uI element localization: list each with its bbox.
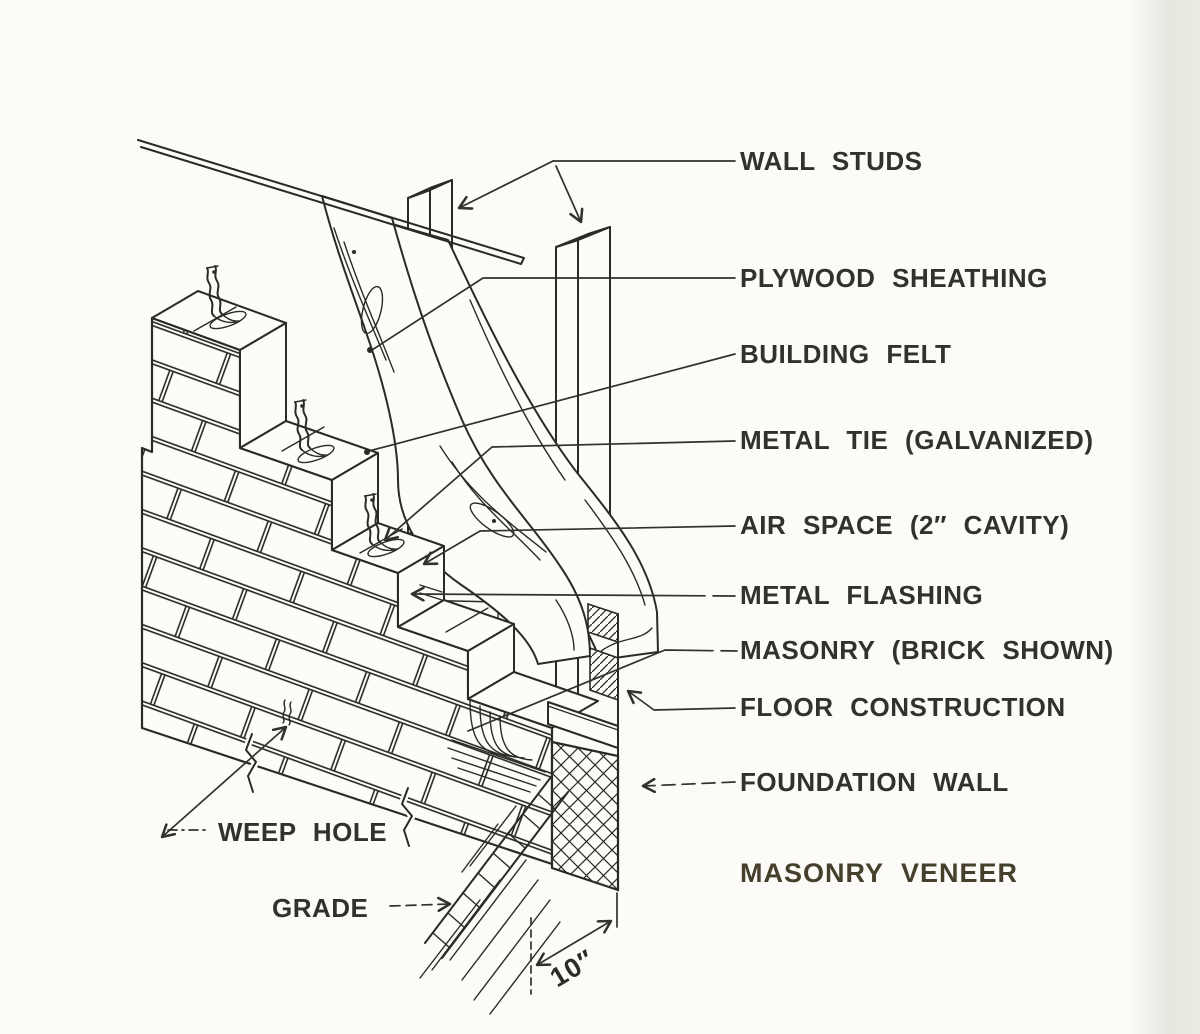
- label-building-felt: BUILDING FELT: [740, 339, 951, 369]
- stud-right-top-face: [555, 226, 611, 248]
- stud-left-top-face: [407, 179, 453, 199]
- joist-end-hatch: [589, 646, 619, 702]
- grade-hatch: [419, 776, 569, 1015]
- break-mark: [401, 787, 413, 847]
- leader-metal-tie: [383, 440, 736, 542]
- label-grade: GRADE: [272, 893, 368, 923]
- leader-foundation-wall: [641, 777, 736, 794]
- leader-masonry: [467, 649, 738, 732]
- leader-grade: [389, 896, 452, 913]
- felt-top-strip: [137, 139, 525, 265]
- leader-plywood: [371, 277, 736, 351]
- leader-felt: [368, 353, 736, 452]
- leader-air-space: [422, 525, 736, 566]
- label-metal-flashing: METAL FLASHING: [740, 580, 983, 610]
- figure-title: MASONRY VENEER: [740, 858, 1018, 888]
- wood-knot: [469, 502, 515, 538]
- label-air-space: AIR SPACE (2″ CAVITY): [740, 510, 1069, 540]
- weep-hole-joint: [282, 699, 292, 726]
- label-floor-construction: FLOOR CONSTRUCTION: [740, 692, 1066, 722]
- leader-lines: [160, 160, 738, 913]
- floor-construction: [547, 602, 619, 757]
- label-plywood-sheathing: PLYWOOD SHEATHING: [740, 263, 1048, 293]
- label-masonry: MASONRY (BRICK SHOWN): [740, 635, 1114, 665]
- leader-metal-flashing: [410, 586, 736, 602]
- label-foundation-wall: FOUNDATION WALL: [740, 767, 1009, 797]
- leader-floor-construction: [626, 689, 736, 711]
- dimension-arrow: [535, 919, 613, 967]
- label-metal-tie: METAL TIE (GALVANIZED): [740, 425, 1094, 455]
- foundation-wall-block: [550, 740, 620, 892]
- dimension-text: 10″: [545, 944, 600, 993]
- foundation-front-face: [550, 740, 620, 892]
- callout-labels: WALL STUDS PLYWOOD SHEATHING BUILDING FE…: [218, 146, 1114, 923]
- wood-knot: [360, 285, 384, 335]
- flashing-bottom-curl: [447, 699, 546, 793]
- label-wall-studs: WALL STUDS: [740, 146, 923, 176]
- label-weep-hole: WEEP HOLE: [218, 817, 387, 847]
- leader-weep-hole: [160, 725, 288, 839]
